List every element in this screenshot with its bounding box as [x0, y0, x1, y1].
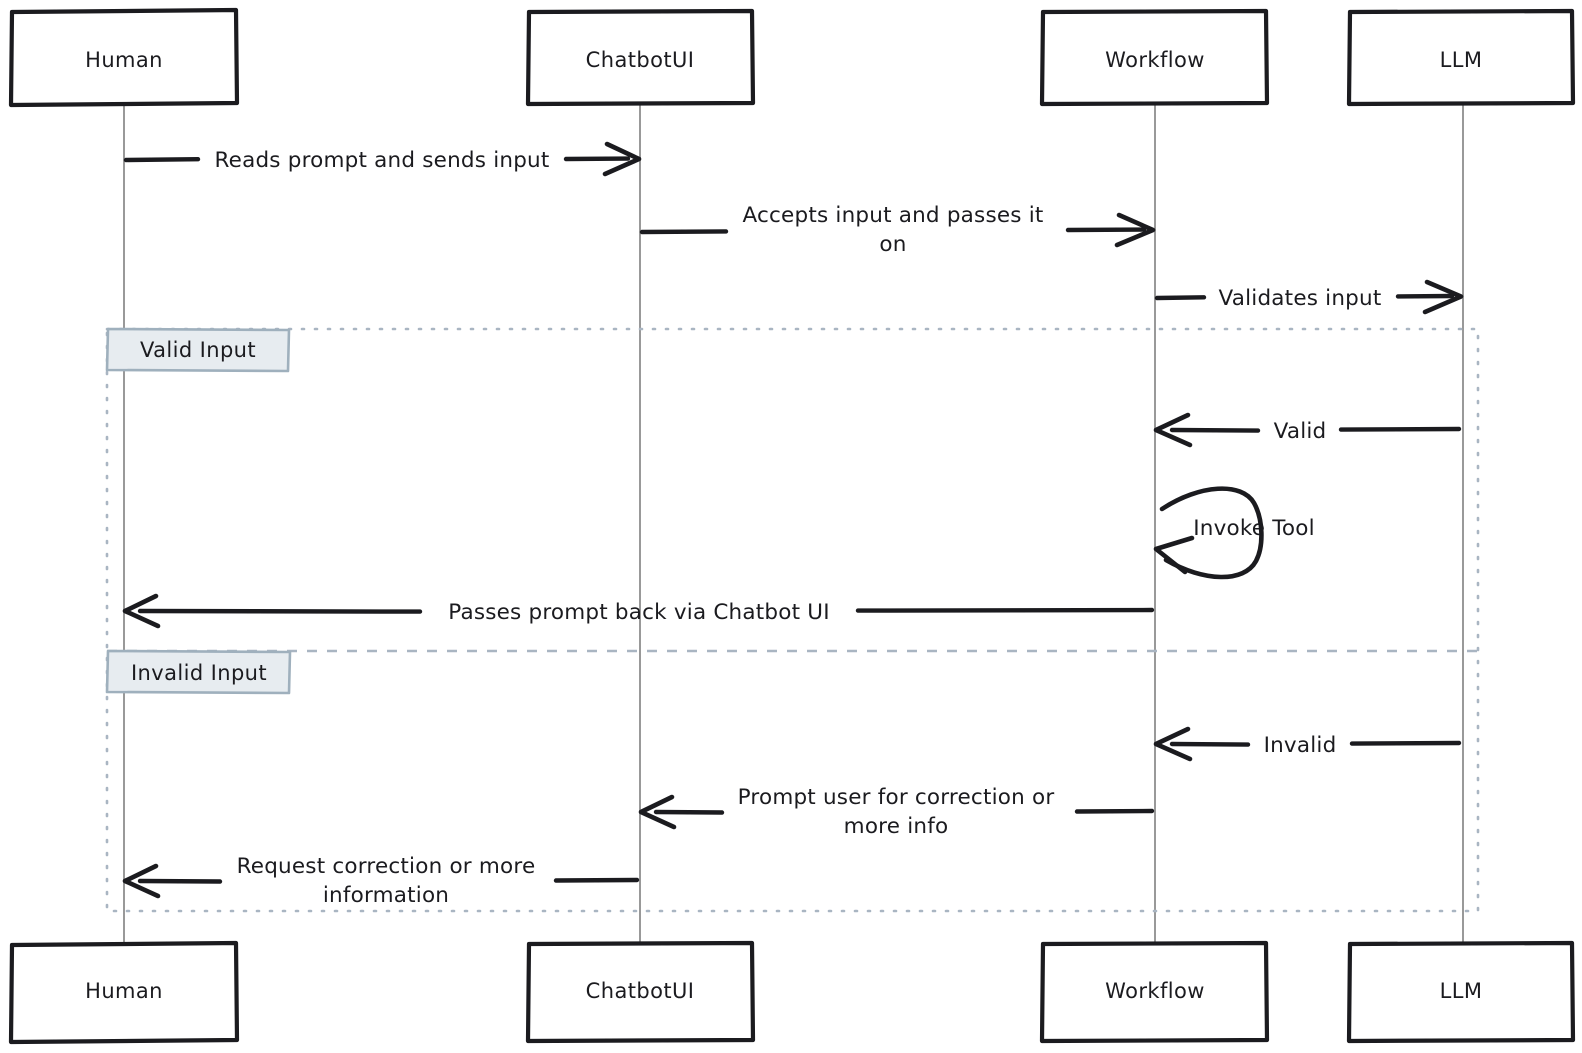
- participant-label-chatbotui: ChatbotUI: [586, 48, 695, 72]
- arrowhead-left-icon: [1153, 412, 1193, 448]
- participant-label-human-bottom: Human: [85, 979, 163, 1003]
- message-line-left: [653, 809, 725, 815]
- participant-label-human: Human: [85, 48, 163, 72]
- message-label: Validates input: [1219, 286, 1382, 311]
- participant-box-shape: [8, 940, 240, 1045]
- message-label-line-2: information: [323, 883, 449, 908]
- fragment-label-valid-input: Valid Input: [140, 338, 256, 362]
- participant-box-shape: [1039, 940, 1270, 1044]
- message-label-line-2: on: [879, 232, 906, 257]
- fragment-outline: [105, 327, 1480, 913]
- message-label-line-2: more info: [844, 814, 949, 839]
- participant-box-llm[interactable]: LLM: [1346, 8, 1576, 107]
- message-label-line-1: Request correction or more: [237, 854, 536, 879]
- participant-label-workflow-bottom: Workflow: [1105, 979, 1205, 1003]
- participant-box-chatbotui-bottom[interactable]: ChatbotUI: [525, 940, 756, 1044]
- participant-box-shape: [1346, 940, 1576, 1044]
- message-label: Reads prompt and sends input: [214, 148, 549, 173]
- message-label-line-1: Prompt user for correction or: [738, 785, 1055, 810]
- fragment-label-invalid-input: Invalid Input: [131, 661, 267, 685]
- message-accepts-input-and-passes-it-on[interactable]: Accepts input and passes it on: [639, 203, 1156, 257]
- participant-box-shape: [1039, 8, 1270, 107]
- message-line-right: [1074, 808, 1155, 814]
- self-loop-path: [1159, 486, 1264, 580]
- message-invalid[interactable]: Invalid: [1153, 726, 1462, 762]
- participant-box-human[interactable]: Human: [8, 7, 240, 108]
- arrowhead-right-icon: [1114, 212, 1156, 248]
- message-invoke-tool-self-loop[interactable]: Invoke Tool: [1153, 486, 1315, 580]
- participant-box-chatbotui[interactable]: ChatbotUI: [525, 8, 756, 107]
- message-validates-input[interactable]: Validates input: [1154, 279, 1464, 315]
- participant-box-shape: [8, 7, 240, 108]
- message-label: Invoke Tool: [1193, 516, 1315, 541]
- message-line-right: [1338, 426, 1462, 432]
- alt-fragment-container: [105, 327, 1480, 913]
- message-line-left: [137, 878, 223, 884]
- fragment-tag-shape: [105, 327, 291, 373]
- arrowhead-left-icon: [1153, 535, 1195, 575]
- message-label-line-1: Accepts input and passes it: [742, 203, 1043, 228]
- fragment-tag-shape: [105, 649, 292, 695]
- participant-label-llm-bottom: LLM: [1440, 979, 1483, 1003]
- message-line-right: [855, 607, 1155, 613]
- message-line-left: [123, 156, 201, 163]
- arrowhead-left-icon: [638, 794, 677, 830]
- participant-box-shape: [1346, 8, 1576, 107]
- message-line-left: [1169, 427, 1261, 433]
- fragment-tag-invalid-input[interactable]: Invalid Input: [105, 649, 292, 695]
- participant-label-chatbotui-bottom: ChatbotUI: [586, 979, 695, 1003]
- message-line-right: [553, 877, 640, 883]
- participant-box-llm-bottom[interactable]: LLM: [1346, 940, 1576, 1044]
- message-line-right: [1349, 740, 1462, 746]
- message-prompt-user-for-correction-or-more-info[interactable]: Prompt user for correction or more info: [638, 785, 1155, 839]
- arrowhead-left-icon: [122, 593, 161, 629]
- message-passes-prompt-back-via-chatbot-ui[interactable]: Passes prompt back via Chatbot UI: [122, 593, 1155, 629]
- message-label: Passes prompt back via Chatbot UI: [448, 600, 830, 625]
- arrowhead-right-icon: [1422, 279, 1464, 315]
- message-label: Valid: [1274, 419, 1327, 444]
- participant-label-llm: LLM: [1440, 48, 1483, 72]
- message-line-left: [639, 229, 729, 235]
- fragment-tag-valid-input[interactable]: Valid Input: [105, 327, 291, 373]
- message-label: Invalid: [1264, 733, 1337, 758]
- message-request-correction-or-more-information[interactable]: Request correction or more information: [122, 854, 640, 908]
- message-line-left: [137, 608, 423, 614]
- participant-box-workflow[interactable]: Workflow: [1039, 8, 1270, 107]
- message-line-left: [1169, 741, 1251, 747]
- message-line-left: [1154, 295, 1207, 301]
- participant-box-human-bottom[interactable]: Human: [8, 940, 240, 1045]
- arrowhead-left-icon: [122, 863, 161, 899]
- message-reads-prompt-and-sends-input[interactable]: Reads prompt and sends input: [123, 141, 642, 177]
- arrowhead-right-icon: [602, 141, 642, 177]
- arrowhead-left-icon: [1153, 726, 1193, 762]
- message-valid[interactable]: Valid: [1153, 412, 1462, 448]
- participant-box-workflow-bottom[interactable]: Workflow: [1039, 940, 1270, 1044]
- participant-label-workflow: Workflow: [1105, 48, 1205, 72]
- lifelines: [123, 105, 1464, 948]
- participant-box-shape: [525, 940, 756, 1044]
- participant-box-shape: [525, 8, 756, 107]
